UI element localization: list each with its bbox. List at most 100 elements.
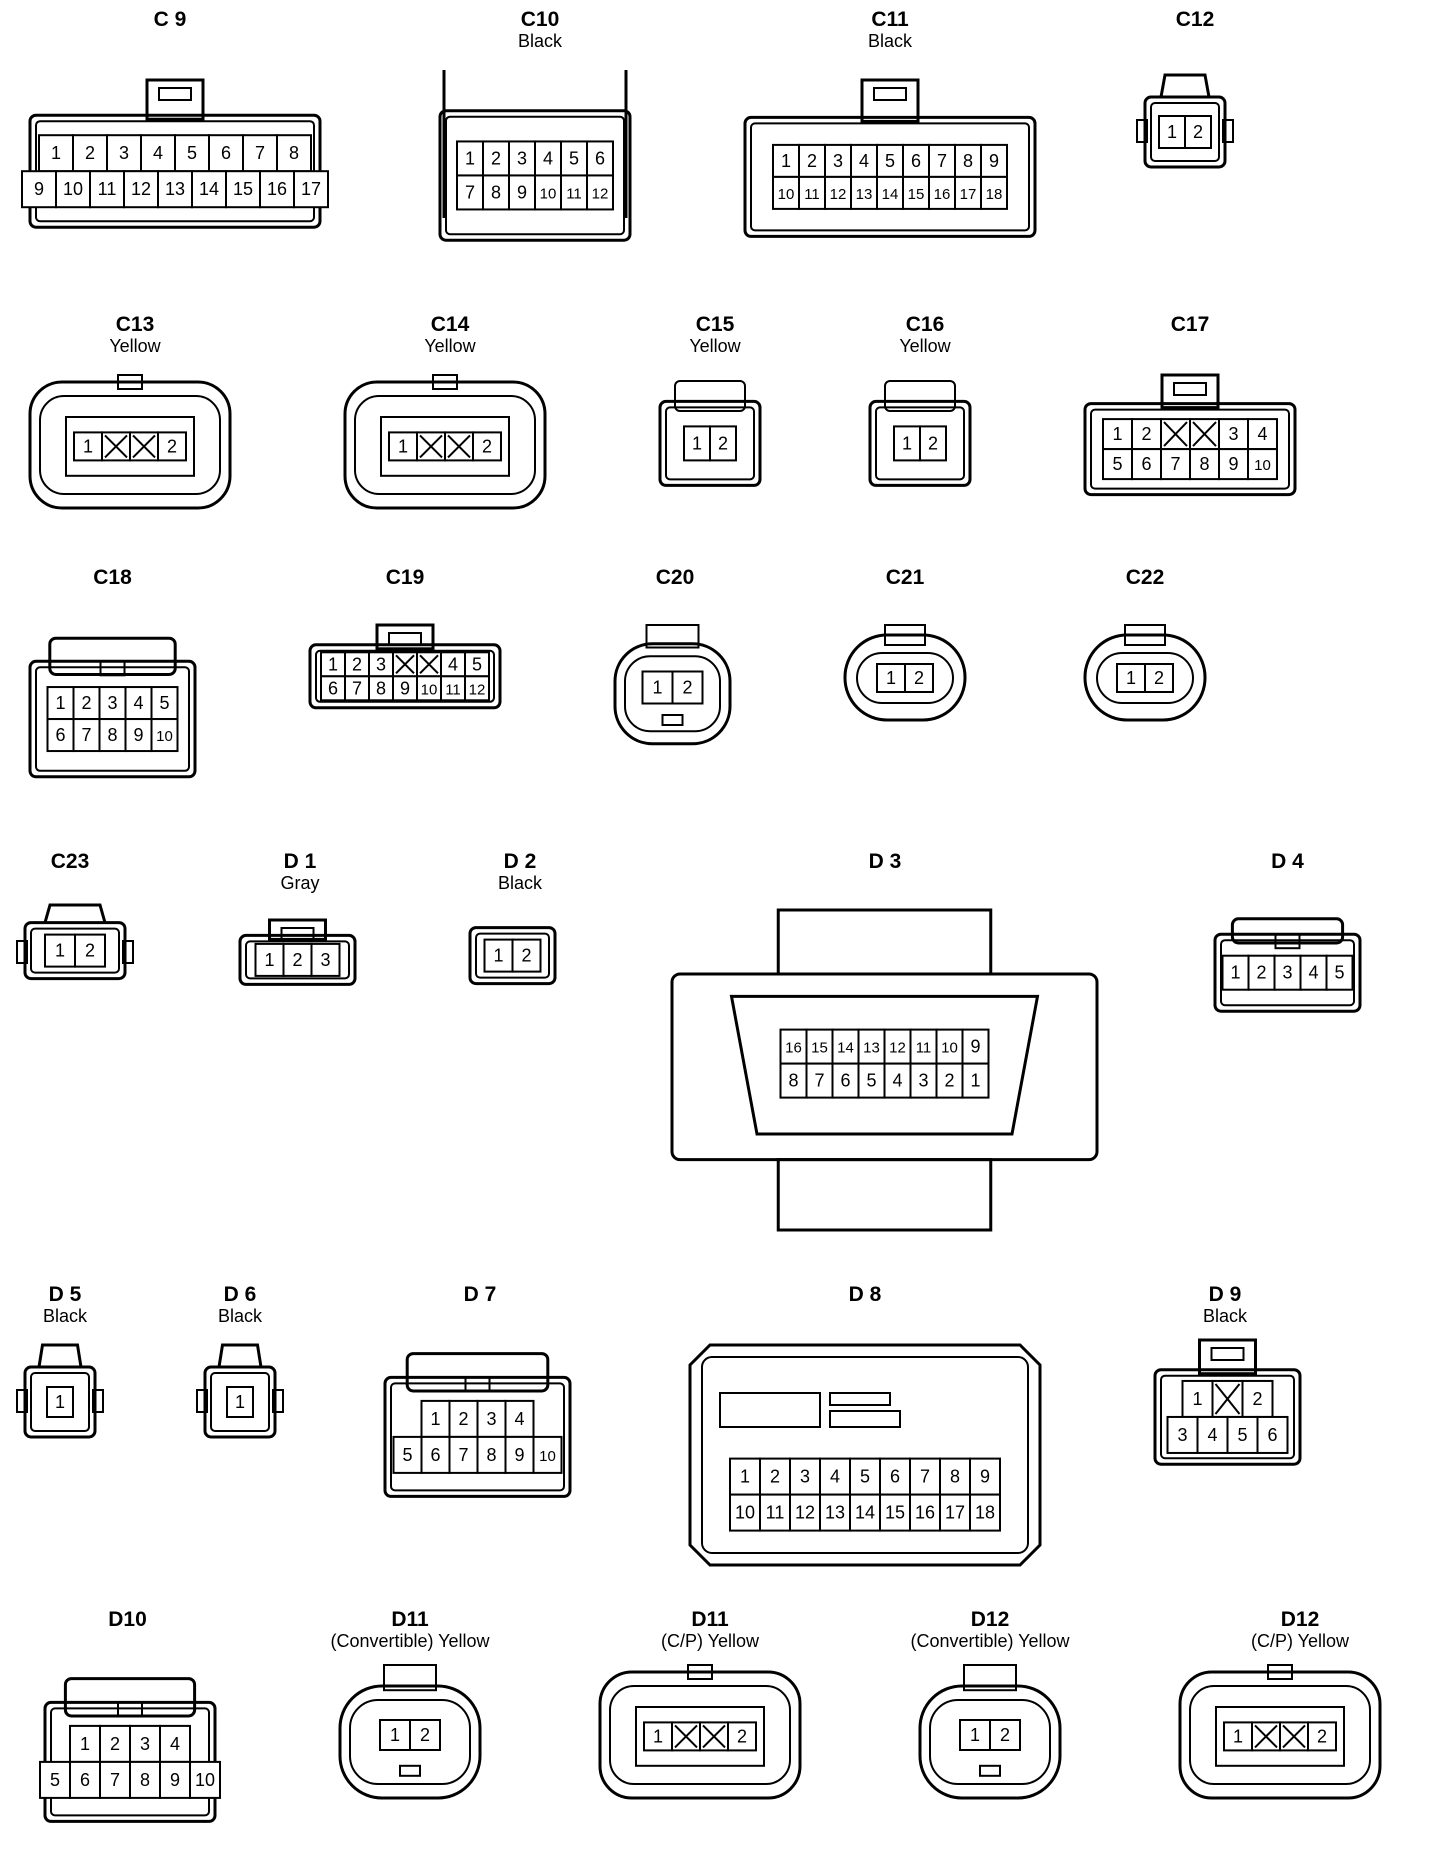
pin-6: 6 bbox=[1256, 1415, 1289, 1454]
pin-number: 1 bbox=[740, 1467, 750, 1487]
pin-1: 1 bbox=[320, 651, 346, 678]
connector-label: C 9 bbox=[153, 8, 187, 31]
pin-number: 1 bbox=[1233, 1726, 1243, 1746]
housing bbox=[338, 1684, 482, 1800]
housing bbox=[1083, 633, 1207, 722]
pin-number: 4 bbox=[1257, 424, 1267, 444]
pin-number: 2 bbox=[682, 678, 692, 698]
pin-1: 1 bbox=[46, 1386, 74, 1418]
pin-number: 7 bbox=[81, 725, 91, 745]
pin-number: 2 bbox=[770, 1467, 780, 1487]
pin-number: 1 bbox=[1167, 122, 1177, 142]
lock-tab bbox=[687, 1664, 713, 1680]
pin-number: 11 bbox=[98, 179, 117, 199]
pin-number: 1 bbox=[1126, 668, 1136, 688]
pin-3: 3 bbox=[508, 140, 536, 177]
pin-number: 1 bbox=[886, 668, 896, 688]
pin-number: 1 bbox=[55, 941, 65, 961]
pin-12: 12 bbox=[789, 1493, 821, 1532]
connector-c12: C12 bbox=[1145, 8, 1245, 54]
pin-16: 16 bbox=[909, 1493, 941, 1532]
pin-number: 10 bbox=[1254, 457, 1271, 474]
pin-10: 10 bbox=[150, 718, 179, 753]
housing-inner bbox=[1189, 1685, 1371, 1785]
connector-label: C23 bbox=[50, 850, 90, 873]
pin-number: 4 bbox=[1207, 1425, 1217, 1445]
pin-3: 3 bbox=[1166, 1415, 1199, 1454]
pin-4: 4 bbox=[534, 140, 562, 177]
pin-12: 12 bbox=[586, 174, 614, 211]
pin-1: 1 bbox=[388, 431, 418, 462]
pin-3: 3 bbox=[368, 651, 394, 678]
pin-number: 1 bbox=[493, 946, 503, 966]
pin-cavity bbox=[380, 416, 510, 477]
pin-1: 1 bbox=[1102, 418, 1133, 451]
pin-5: 5 bbox=[849, 1457, 881, 1496]
pin-number: 9 bbox=[980, 1467, 990, 1487]
housing-inner bbox=[30, 927, 120, 974]
pin-number: 8 bbox=[289, 143, 299, 163]
pin-number: 12 bbox=[889, 1040, 906, 1057]
pin-2: 2 bbox=[727, 1721, 757, 1752]
pin-10: 10 bbox=[1247, 448, 1278, 481]
pin-number: 1 bbox=[1192, 1389, 1202, 1409]
top-latch bbox=[464, 1376, 491, 1393]
pin-number: 10 bbox=[778, 186, 795, 203]
lock-tab-slot bbox=[1210, 1347, 1245, 1361]
pin-number: 1 bbox=[902, 433, 912, 453]
pin-number: 2 bbox=[1193, 122, 1203, 142]
side-ear bbox=[272, 1389, 284, 1413]
housing bbox=[1178, 1670, 1382, 1800]
pin-4: 4 bbox=[159, 1724, 191, 1763]
pin-2: 2 bbox=[472, 431, 502, 462]
lock-tab bbox=[432, 374, 458, 390]
housing-inner bbox=[1160, 1374, 1295, 1460]
lock-tab-slot bbox=[1173, 382, 1207, 396]
pin-number: 1 bbox=[235, 1392, 245, 1412]
pin-2: 2 bbox=[282, 942, 313, 977]
pin-5: 5 bbox=[464, 651, 490, 678]
pin-number: 8 bbox=[140, 1770, 150, 1790]
pin-number: 15 bbox=[885, 1503, 905, 1523]
connector-color-note: (Convertible) Yellow bbox=[330, 1631, 490, 1651]
housing-inner bbox=[856, 652, 954, 704]
obd-trapezoid bbox=[729, 994, 1040, 1136]
pin-number: 1 bbox=[264, 950, 274, 970]
lock-tab-slot bbox=[873, 87, 907, 101]
housing bbox=[688, 1343, 1042, 1567]
pin-14: 14 bbox=[831, 1028, 860, 1065]
housing bbox=[343, 380, 547, 510]
pin-number: 10 bbox=[195, 1770, 215, 1790]
lock-tab-slot bbox=[280, 927, 315, 941]
pin-number: 1 bbox=[390, 1725, 400, 1745]
pin-number: 1 bbox=[398, 436, 408, 456]
pin-3: 3 bbox=[824, 143, 852, 178]
pin-number: 8 bbox=[1199, 454, 1209, 474]
connector-label: D12 bbox=[1280, 1608, 1320, 1631]
pin-number: 17 bbox=[945, 1503, 965, 1523]
pin-number: 6 bbox=[55, 725, 65, 745]
pin-7: 7 bbox=[1160, 448, 1191, 481]
pin-number: 1 bbox=[653, 1726, 663, 1746]
pin-number: 1 bbox=[652, 678, 662, 698]
connector-shape-d5: 1 bbox=[16, 1343, 104, 1439]
pin-15: 15 bbox=[225, 170, 261, 209]
housing bbox=[238, 933, 357, 986]
pin-1: 1 bbox=[46, 686, 75, 721]
pin-number: 1 bbox=[970, 1071, 980, 1091]
pin-number: 16 bbox=[785, 1040, 802, 1057]
pin-8: 8 bbox=[368, 675, 394, 702]
connector-color-note: Black bbox=[42, 1306, 87, 1326]
pin-number: 8 bbox=[788, 1071, 798, 1091]
pin-number: 4 bbox=[514, 1409, 524, 1429]
pin-1: 1 bbox=[1158, 115, 1186, 149]
pin-number: 4 bbox=[1308, 963, 1318, 983]
housing-inner bbox=[609, 1685, 791, 1785]
